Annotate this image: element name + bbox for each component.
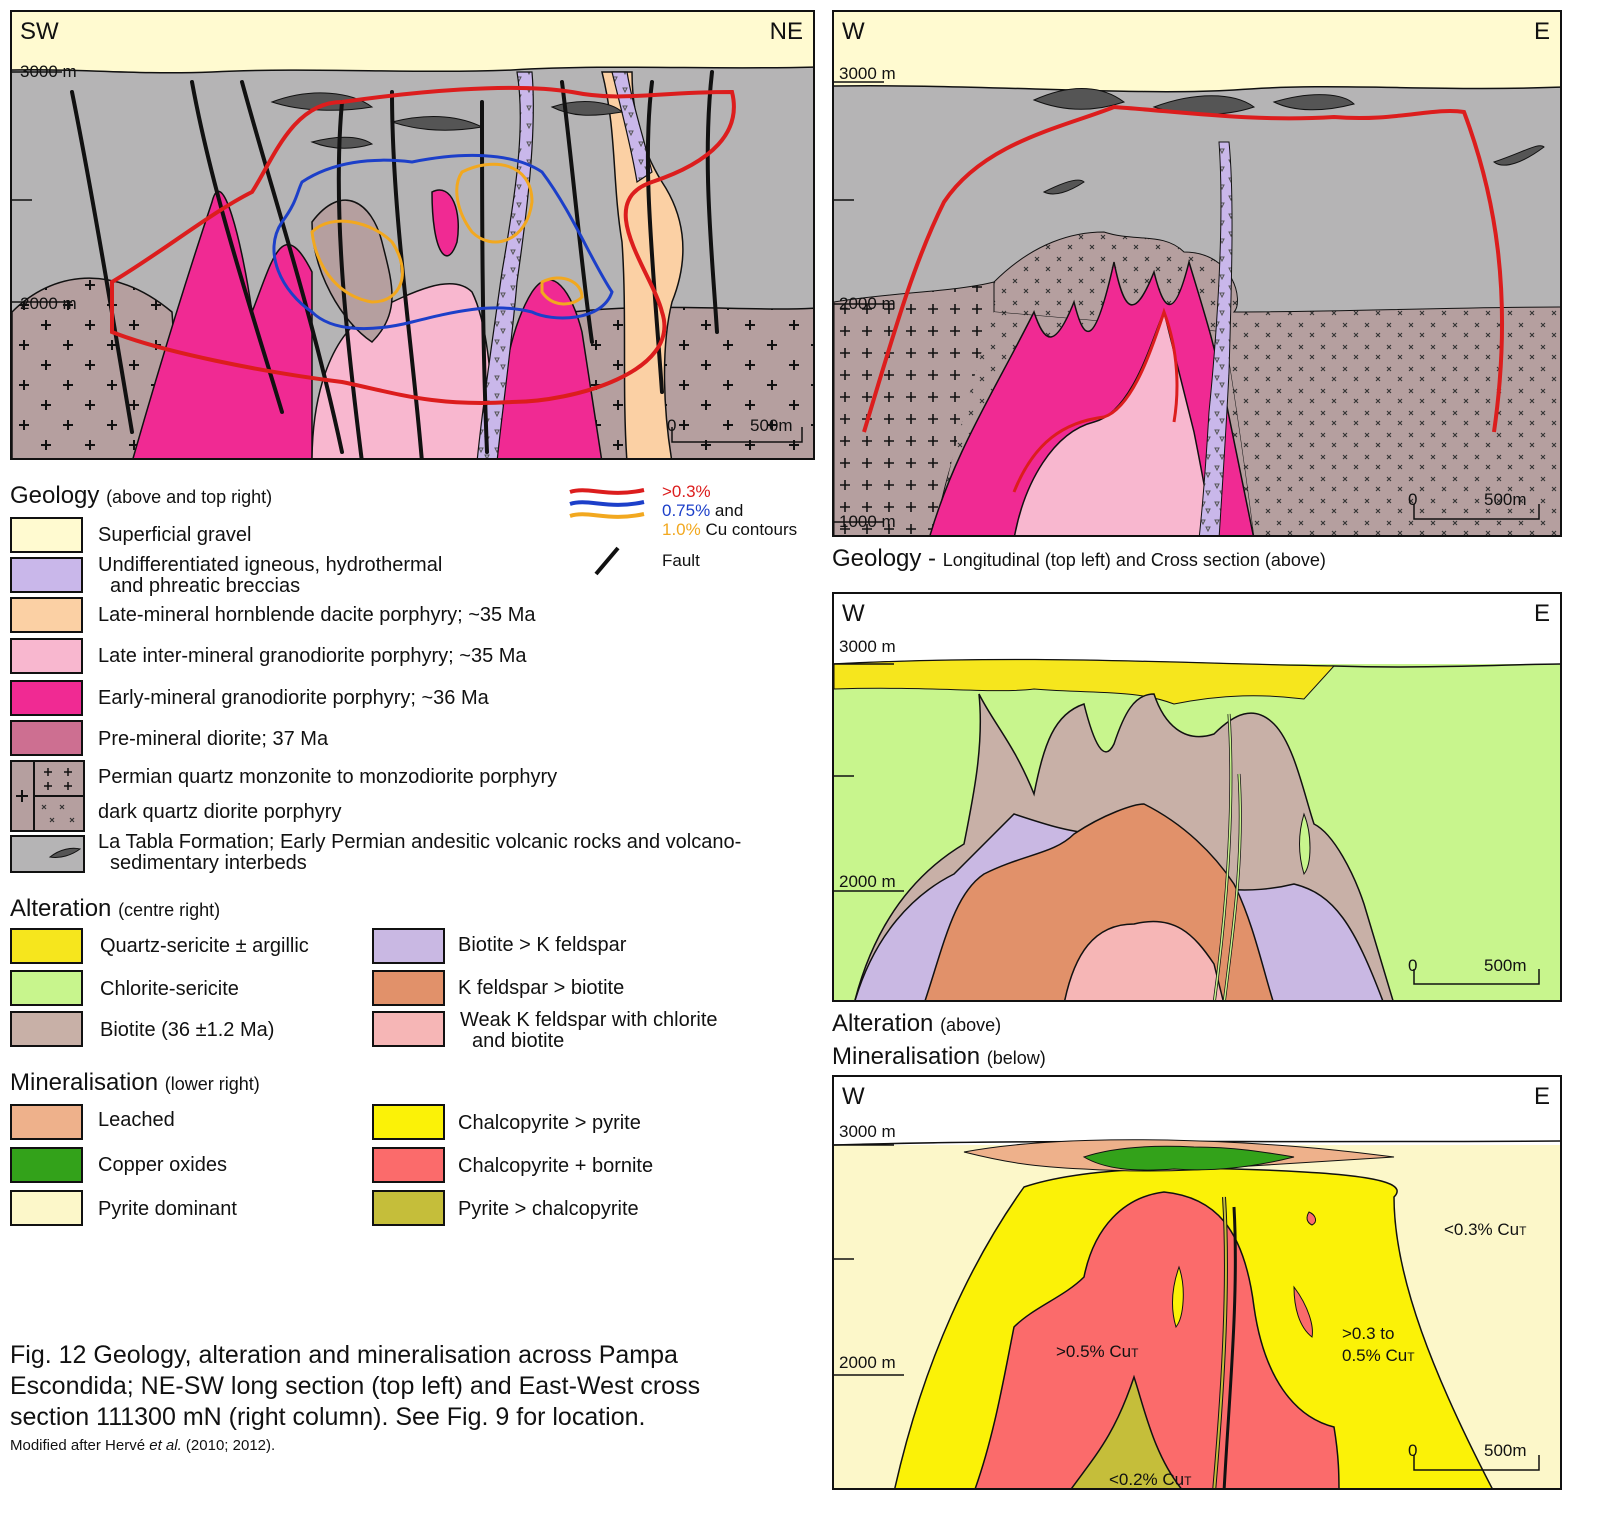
fault-legend-label: Fault (662, 551, 700, 570)
legend-gravel: Superficial gravel (98, 524, 252, 546)
long-section-scale-500: 500m (750, 416, 793, 435)
cross-mineral-label-core: <0.2% CuT (1109, 1470, 1192, 1489)
swatch-pyrite-dominant (10, 1190, 83, 1226)
cross-geology-panel: W E 3000 m 2000 m 1000 m 0 500m (832, 10, 1562, 537)
legend-permian-2: dark quartz diorite porphyry (98, 801, 342, 823)
cross-geology-scale-zero: 0 (1408, 490, 1418, 509)
cross-geology-elev-mid: 2000 m (839, 294, 896, 313)
swatch-kfeldspar-biotite (372, 970, 445, 1006)
contour-legend-swatches (569, 488, 645, 576)
legend-copper-oxides: Copper oxides (98, 1154, 227, 1176)
figure-caption: Fig. 12 Geology, alteration and minerali… (10, 1341, 701, 1431)
swatch-dacite (10, 597, 83, 633)
legend-biotite-kfeldspar: Biotite > K feldspar (458, 934, 627, 956)
long-section-elev-mid: 2000 m (20, 294, 77, 313)
cross-geology-elev-top: 3000 m (839, 64, 896, 83)
swatch-gravel (10, 517, 83, 553)
legend-pyrite-chalcopyrite: Pyrite > chalcopyrite (458, 1198, 639, 1220)
legend-biotite: Biotite (36 ±1.2 Ma) (100, 1019, 275, 1041)
legend-kfeldspar-biotite: K feldspar > biotite (458, 977, 625, 999)
long-section-drawing (12, 12, 813, 458)
legend-quartz-sericite: Quartz-sericite ± argillic (100, 935, 309, 957)
alteration-legend-heading: Alteration (centre right) (10, 895, 221, 922)
long-section-scale-zero: 0 (667, 416, 677, 435)
swatch-leached (10, 1104, 83, 1140)
cross-geology-elev-bot: 1000 m (839, 512, 896, 531)
long-section-elev-top: 3000 m (20, 62, 77, 81)
cross-geology-right-label: E (1533, 18, 1550, 45)
cross-alteration-elev-mid: 2000 m (839, 872, 896, 891)
legend-chlorite-sericite: Chlorite-sericite (100, 978, 239, 1000)
legend-permian-1: Permian quartz monzonite to monzodiorite… (98, 766, 558, 788)
legend-pyrite-dominant: Pyrite dominant (98, 1198, 237, 1220)
swatch-biotite (10, 1011, 83, 1047)
cross-alteration-drawing (834, 594, 1560, 1000)
figure-source-note: Modified after Hervé et al. (2010; 2012)… (10, 1437, 276, 1454)
swatch-pyrite-chalcopyrite (372, 1190, 445, 1226)
legend-late-granodiorite: Late inter-mineral granodiorite porphyry… (98, 645, 527, 667)
swatch-quartz-sericite (10, 928, 83, 964)
contour-legend-labels: >0.3% 0.75% and 1.0% Cu contours (662, 482, 798, 539)
cross-mineral-scale-zero: 0 (1408, 1441, 1418, 1460)
cross-mineral-drawing (834, 1077, 1560, 1488)
cross-alteration-elev-top: 3000 m (839, 637, 896, 656)
cross-geology-left-label: W (842, 18, 865, 45)
legend-dacite: Late-mineral hornblende dacite porphyry;… (98, 604, 536, 626)
swatch-diorite (10, 720, 83, 756)
legend-diorite: Pre-mineral diorite; 37 Ma (98, 728, 329, 750)
legend-chalcopyrite-bornite: Chalcopyrite + bornite (458, 1155, 654, 1177)
legend-chalcopyrite-pyrite: Chalcopyrite > pyrite (458, 1112, 641, 1134)
swatch-biotite-kfeldspar (372, 928, 445, 964)
cross-alteration-panel: W E 3000 m 2000 m 0 500m (832, 592, 1562, 1002)
long-section-right-label: NE (769, 18, 803, 45)
legend-leached: Leached (98, 1109, 175, 1131)
cross-mineral-elev-mid: 2000 m (839, 1353, 896, 1372)
swatch-weak-kfeldspar (372, 1011, 445, 1047)
swatch-chalcopyrite-bornite (372, 1147, 445, 1183)
cross-mineral-label-low: <0.3% CuT (1444, 1220, 1527, 1239)
long-section-panel: SW NE 3000 m 2000 m 0 500m (10, 10, 815, 460)
swatch-copper-oxides (10, 1147, 83, 1183)
cross-mineral-label-high: >0.5% CuT (1056, 1342, 1139, 1361)
cross-mineral-left-label: W (842, 1083, 865, 1110)
swatch-chalcopyrite-pyrite (372, 1104, 445, 1140)
cross-alteration-scale-zero: 0 (1408, 956, 1418, 975)
swatch-chlorite-sericite (10, 970, 83, 1006)
legend-early-granodiorite: Early-mineral granodiorite porphyry; ~36… (98, 687, 489, 709)
cross-alteration-right-label: E (1533, 600, 1550, 627)
cross-mineral-right-label: E (1533, 1083, 1550, 1110)
geology-legend-heading: Geology (above and top right) (10, 482, 273, 509)
cross-geology-drawing (834, 12, 1560, 535)
legend-la-tabla: La Tabla Formation; Early Permian andesi… (98, 831, 742, 874)
swatch-breccia (10, 557, 83, 593)
swatch-la-tabla (10, 835, 85, 873)
geology-section-title: Geology - Longitudinal (top left) and Cr… (832, 545, 1326, 572)
cross-alteration-scale-500: 500m (1484, 956, 1527, 975)
swatch-late-granodiorite (10, 638, 83, 674)
mineralisation-section-title: Mineralisation (below) (832, 1043, 1046, 1070)
long-section-left-label: SW (20, 18, 59, 45)
swatch-early-granodiorite (10, 680, 83, 716)
cross-mineral-elev-top: 3000 m (839, 1122, 896, 1141)
cross-mineral-scale-500: 500m (1484, 1441, 1527, 1460)
swatch-permian (10, 760, 85, 832)
cross-mineral-panel: W E 3000 m 2000 m 0 500m <0.3% CuT >0.3 … (832, 1075, 1562, 1490)
cross-geology-scale-500: 500m (1484, 490, 1527, 509)
cross-alteration-left-label: W (842, 600, 865, 627)
alteration-section-title: Alteration (above) (832, 1010, 1002, 1037)
mineral-legend-heading: Mineralisation (lower right) (10, 1069, 260, 1096)
